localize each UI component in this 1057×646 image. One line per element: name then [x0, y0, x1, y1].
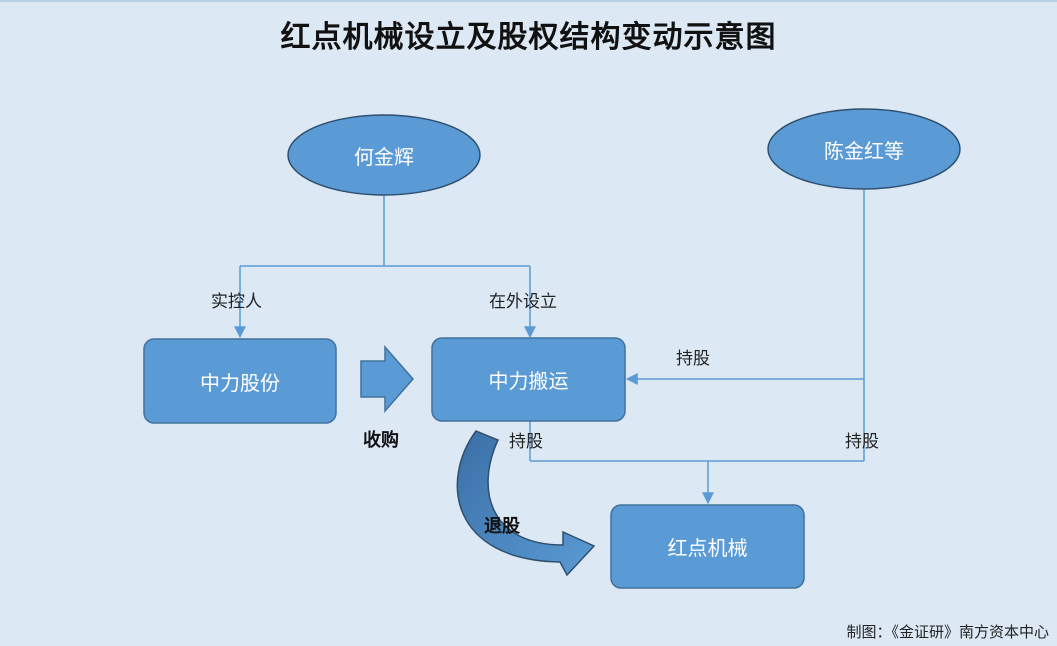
- action-label-shougou: 收购: [363, 430, 399, 451]
- node-zhongli-gufen-label: 中力股份: [200, 370, 280, 395]
- node-he-jinhui: [287, 114, 481, 196]
- node-zhongli-banyun-label: 中力搬运: [488, 369, 569, 393]
- node-he-jinhui-label: 何金辉: [354, 144, 414, 169]
- edge-label-chigu-chen-banyun: 持股: [676, 349, 710, 369]
- connector-lines: [234, 190, 865, 505]
- source-credit: 制图：《金证研》南方资本中心: [846, 623, 1049, 641]
- edge-label-chigu-chen-hongdian: 持股: [845, 432, 879, 452]
- acquire-block-arrow: [360, 345, 414, 413]
- action-label-tuigu: 退股: [484, 516, 520, 537]
- edge-label-shikong: 实控人: [211, 292, 262, 312]
- node-hongdian-jixie-label: 红点机械: [667, 536, 748, 560]
- diagram-title: 红点机械设立及股权结构变动示意图: [280, 20, 777, 55]
- edge-label-zaiwai-sheli: 在外设立: [489, 292, 557, 312]
- node-chen-jinhong: [767, 108, 961, 190]
- edge-label-chigu-banyun-hongdian: 持股: [509, 432, 543, 452]
- node-zhongli-gufen: [143, 338, 337, 424]
- node-chen-jinhong-label: 陈金红等: [824, 138, 904, 163]
- top-border: [0, 0, 1057, 2]
- node-hongdian-jixie: [610, 504, 805, 589]
- withdraw-curved-arrow: [456, 430, 596, 577]
- node-zhongli-banyun: [431, 337, 626, 422]
